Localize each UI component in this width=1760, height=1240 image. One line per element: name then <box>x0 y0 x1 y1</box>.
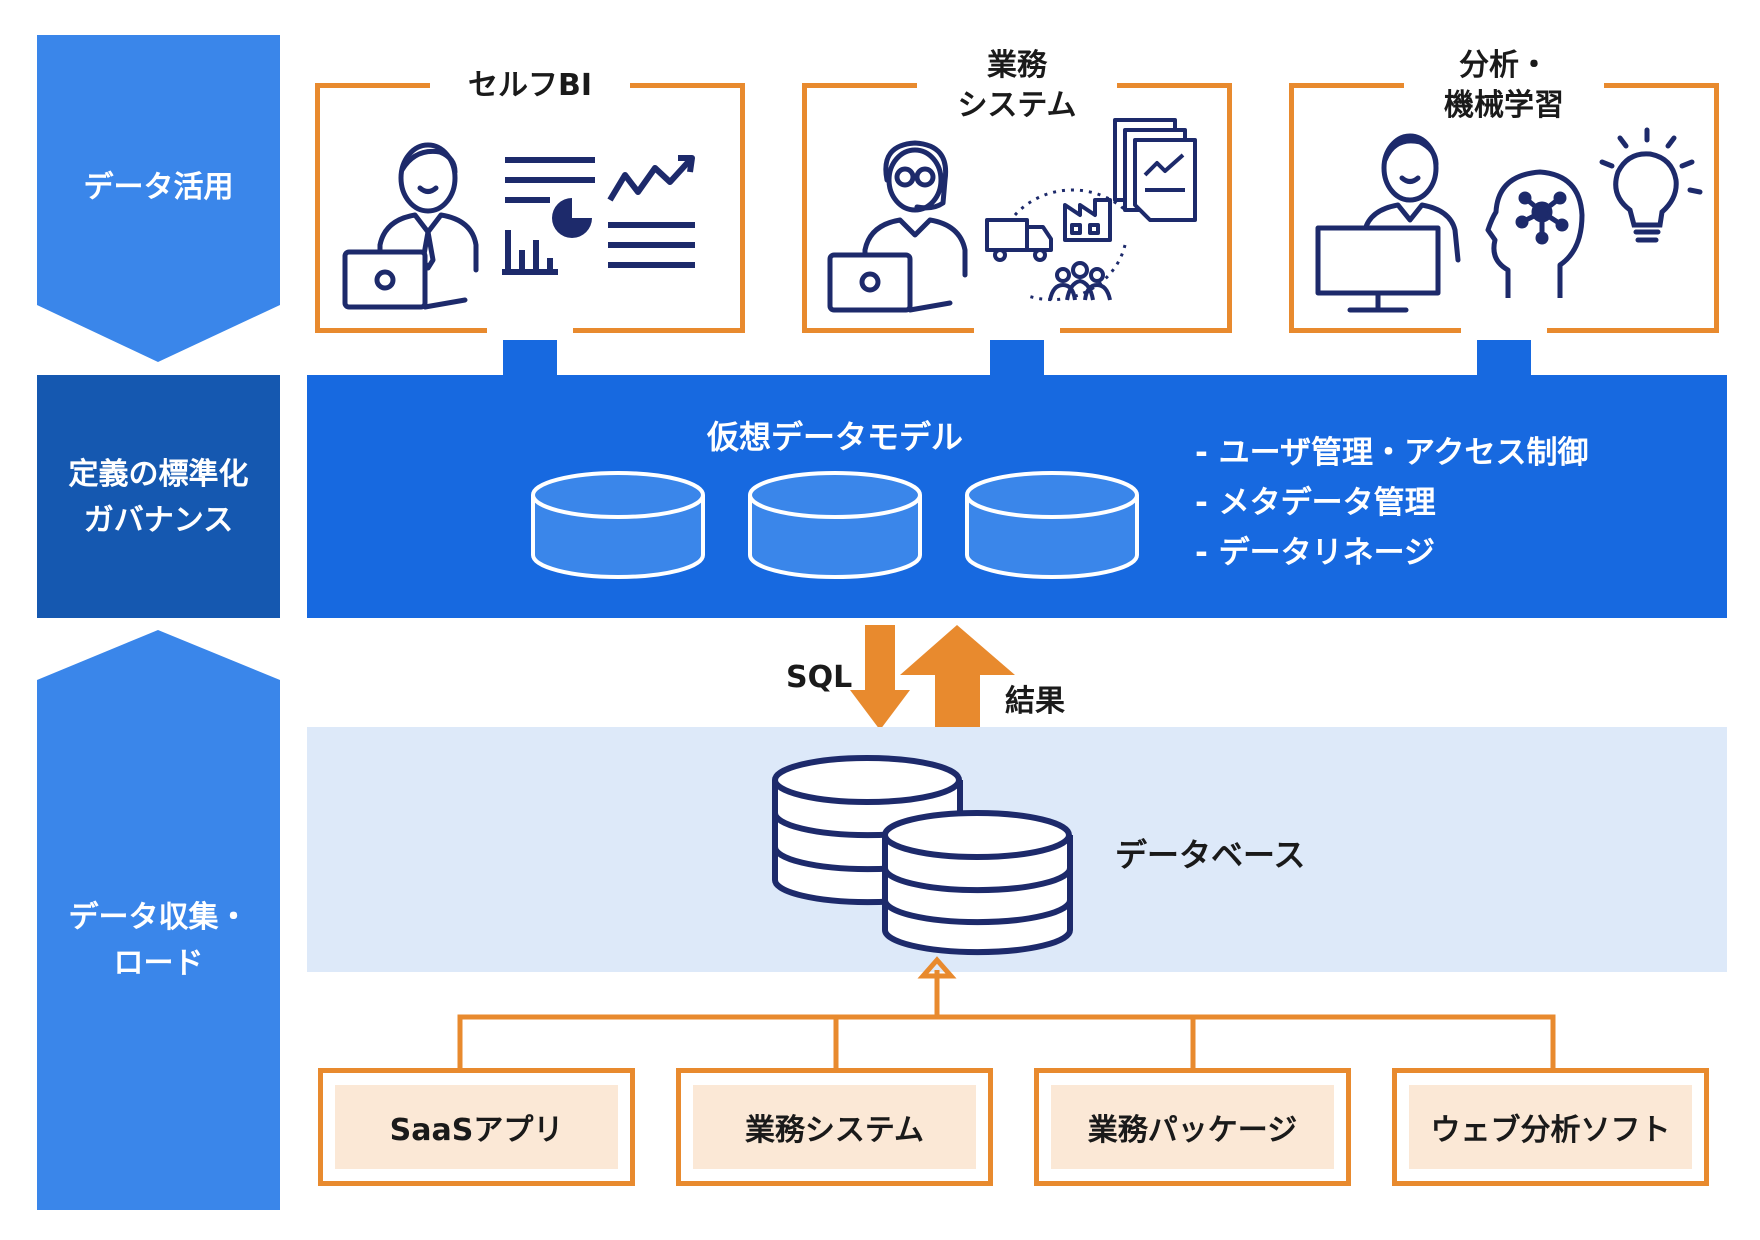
panel-ml-gap <box>1461 320 1547 340</box>
people-group-icon <box>1048 261 1112 301</box>
panel-selfbi-gap <box>487 320 573 340</box>
virtual-cylinder-2-icon <box>748 471 922 579</box>
panel-ml-title-line2: 機械学習 <box>1444 88 1564 123</box>
connector-trunk <box>457 1014 1556 1070</box>
collection-chevron <box>37 630 280 1210</box>
usage-label: データ活用 <box>83 170 234 205</box>
cycle-dotted-icon <box>1013 188 1127 302</box>
ml-illustration <box>1315 127 1703 313</box>
sql-label: SQL <box>786 660 853 695</box>
person-glasses-laptop-icon <box>827 140 968 313</box>
source-web-analytics: ウェブ分析ソフト <box>1392 1068 1709 1186</box>
person-monitor-icon <box>1315 133 1461 313</box>
usage-label-wrap: データ活用 <box>37 165 280 211</box>
feature-metadata: - メタデータ管理 <box>1195 485 1436 521</box>
collection-label-wrap: データ収集・ ロード <box>37 895 280 987</box>
source-connectors <box>457 956 1556 1070</box>
sql-down-arrow <box>850 625 910 730</box>
database-stack-icon <box>772 755 1073 956</box>
virtual-cylinder-3-icon <box>965 471 1139 579</box>
source-business-system-label: 業務システム <box>693 1085 976 1169</box>
governance-label-wrap: 定義の標準化 ガバナンス <box>37 452 280 544</box>
source-saas-label: SaaSアプリ <box>335 1085 618 1169</box>
governance-label-line2: ガバナンス <box>83 503 234 538</box>
governance-block <box>37 375 280 618</box>
collection-label-line1: データ収集・ <box>68 900 249 935</box>
source-business-package: 業務パッケージ <box>1034 1068 1351 1186</box>
lightbulb-icon <box>1599 127 1703 243</box>
feature-access-control: - ユーザ管理・アクセス制御 <box>1195 435 1589 471</box>
virtual-cylinders <box>531 471 1139 579</box>
factory-icon <box>1063 198 1112 242</box>
panel-business-title: 業務 システム <box>917 46 1117 130</box>
database-front-icon <box>882 810 1073 956</box>
panel-business-title-line2: システム <box>957 88 1077 123</box>
source-business-package-label: 業務パッケージ <box>1051 1085 1334 1169</box>
panel-business-gap <box>974 320 1060 340</box>
panel-ml-title-line1: 分析・ <box>1459 48 1549 83</box>
truck-icon <box>985 218 1053 262</box>
person-laptop-icon <box>342 142 479 310</box>
collection-label-line2: ロード <box>113 946 204 981</box>
documents-chart-icon <box>1113 118 1197 222</box>
panel-business-title-line1: 業務 <box>987 48 1047 83</box>
report-chart-icon <box>502 157 595 275</box>
source-business-system: 業務システム <box>676 1068 993 1186</box>
virtual-cylinder-1-icon <box>531 471 705 579</box>
trend-lines-icon <box>607 155 695 268</box>
connector-up-arrowhead <box>917 956 957 979</box>
source-web-analytics-label: ウェブ分析ソフト <box>1409 1085 1692 1169</box>
result-label: 結果 <box>1005 684 1065 719</box>
selfbi-illustration <box>342 142 695 310</box>
result-up-arrow <box>900 625 1015 730</box>
business-illustration <box>827 118 1197 313</box>
virtual-model-title: 仮想データモデル <box>706 418 963 456</box>
flow-arrows <box>850 625 1015 730</box>
panel-ml-title: 分析・ 機械学習 <box>1404 46 1604 130</box>
sidebar-shapes <box>37 35 280 1210</box>
database-label: データベース <box>1115 836 1306 874</box>
usage-chevron <box>37 35 280 362</box>
feature-lineage: - データリネージ <box>1195 535 1436 571</box>
governance-label-line1: 定義の標準化 <box>68 457 249 492</box>
panel-selfbi-title: セルフBI <box>430 66 630 106</box>
source-saas: SaaSアプリ <box>318 1068 635 1186</box>
brain-network-icon <box>1485 169 1585 298</box>
